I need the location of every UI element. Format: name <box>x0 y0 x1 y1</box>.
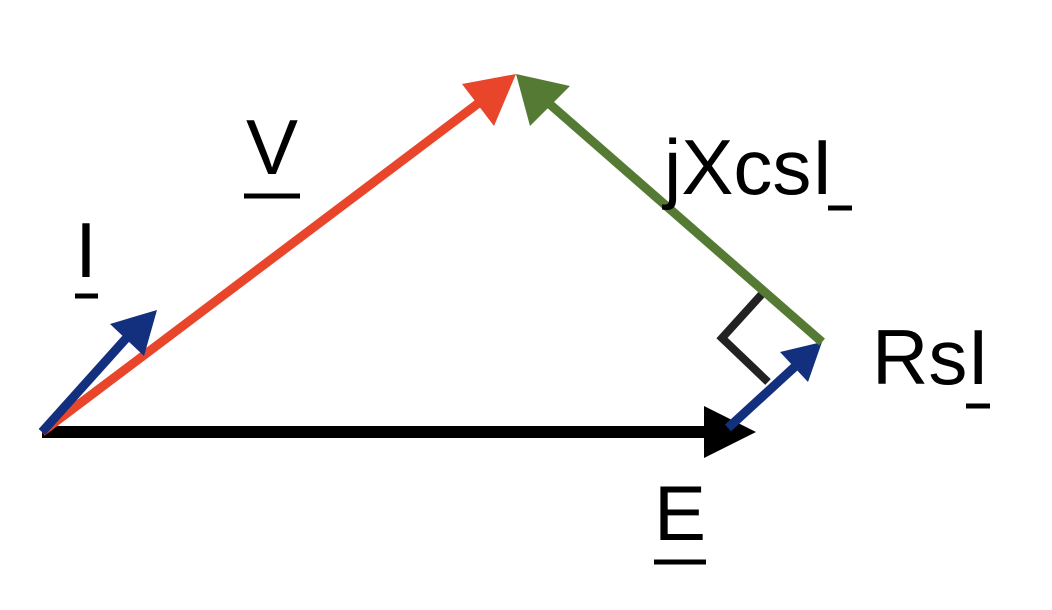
resistance-drop-phasor-arrow <box>724 342 822 432</box>
emf-phasor-arrow <box>42 406 756 458</box>
reactance-drop-label-text: jXcsI <box>662 123 833 211</box>
reactance-drop-label: jXcsI <box>662 123 852 211</box>
right-angle-marker <box>716 291 771 385</box>
current-phasor-arrow <box>38 310 157 436</box>
current-label: I <box>75 206 98 299</box>
resistance-drop-label: RsI <box>872 313 990 409</box>
resistance-drop-label-text: RsI <box>872 313 989 401</box>
emf-label: E <box>654 469 706 565</box>
voltage-label: V <box>244 103 300 199</box>
voltage-phasor-arrow <box>39 74 516 436</box>
current-label-text: I <box>75 206 97 294</box>
emf-label-text: E <box>654 469 706 557</box>
reactance-drop-phasor-arrow <box>516 74 825 346</box>
voltage-label-text: V <box>246 103 298 191</box>
